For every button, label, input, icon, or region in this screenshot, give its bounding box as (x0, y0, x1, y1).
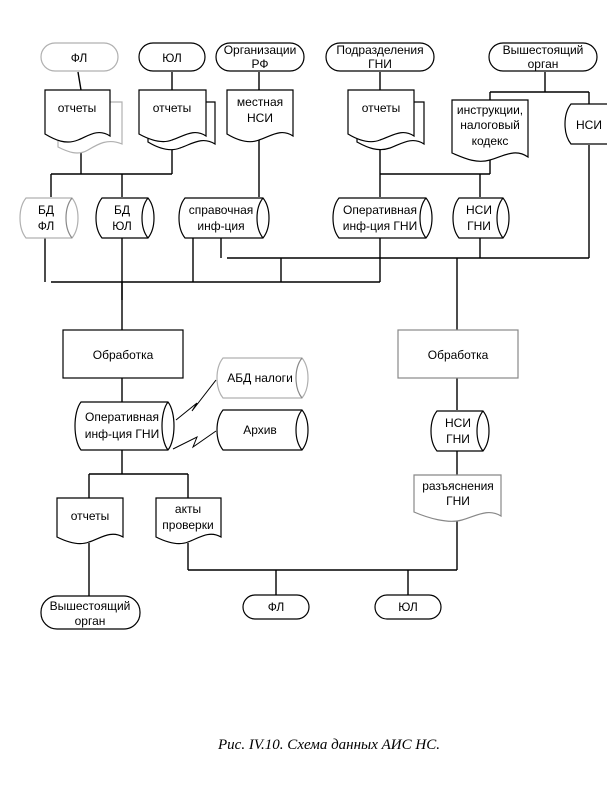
storage-abd-nalogi: АБД налоги (216, 357, 309, 399)
svg-text:АБД налоги: АБД налоги (227, 371, 293, 385)
terminal-vysh-organ-top: Вышестоящий орган (488, 42, 598, 72)
document-razyasneniya: разъяснения ГНИ (413, 474, 502, 522)
svg-text:Организации: Организации (224, 43, 297, 57)
svg-text:орган: орган (528, 57, 559, 71)
storage-arhiv: Архив (216, 409, 309, 451)
svg-text:НСИ: НСИ (576, 118, 602, 132)
svg-text:ГНИ: ГНИ (368, 57, 392, 71)
document-otchety-gni: отчеты (347, 89, 425, 151)
svg-text:разъяснения: разъяснения (422, 479, 494, 493)
svg-text:НСИ: НСИ (247, 111, 273, 125)
svg-text:Вышестоящий: Вышестоящий (503, 43, 584, 57)
storage-operativnaya-top: Оперативная инф-ция ГНИ (332, 197, 433, 239)
svg-text:Оперативная: Оперативная (343, 203, 417, 217)
document-otchety-fl: отчеты (44, 89, 123, 154)
svg-text:отчеты: отчеты (362, 101, 401, 115)
svg-text:акты: акты (175, 502, 201, 516)
svg-text:налоговый: налоговый (460, 118, 520, 132)
svg-text:БД: БД (114, 203, 130, 217)
svg-text:ЮЛ: ЮЛ (398, 600, 417, 614)
figure-caption: Рис. IV.10. Схема данных АИС НС. (217, 737, 440, 753)
svg-text:БД: БД (38, 203, 54, 217)
svg-text:Оперативная: Оперативная (85, 410, 159, 424)
svg-text:ФЛ: ФЛ (71, 51, 88, 65)
link-abd (175, 379, 217, 421)
terminal-podr-gni: Подразделения ГНИ (325, 42, 435, 72)
svg-text:отчеты: отчеты (153, 101, 192, 115)
storage-bd-fl: БД ФЛ (19, 197, 79, 239)
terminal-org-rf: Организации РФ (215, 42, 305, 72)
document-instrukcii: инструкции, налоговый кодекс (451, 99, 529, 162)
svg-text:РФ: РФ (252, 57, 269, 71)
svg-text:НСИ: НСИ (466, 203, 492, 217)
svg-text:Подразделения: Подразделения (336, 43, 423, 57)
svg-text:Вышестоящий: Вышестоящий (50, 599, 131, 613)
svg-text:кодекс: кодекс (472, 134, 509, 148)
svg-text:инф-ция ГНИ: инф-ция ГНИ (343, 219, 417, 233)
storage-nsi-gni-top: НСИ ГНИ (452, 197, 510, 239)
svg-text:инструкции,: инструкции, (457, 103, 523, 117)
svg-text:ГНИ: ГНИ (446, 494, 470, 508)
process-obrabotka-left: Обработка (62, 329, 184, 379)
terminal-yul-out: ЮЛ (374, 594, 442, 620)
svg-text:ФЛ: ФЛ (38, 219, 55, 233)
svg-text:справочная: справочная (189, 203, 254, 217)
storage-bd-yul: БД ЮЛ (95, 197, 155, 239)
storage-operativnaya: Оперативная инф-ция ГНИ (74, 401, 175, 451)
svg-text:орган: орган (75, 614, 106, 628)
terminal-vysh-organ-out: Вышестоящий орган (40, 595, 141, 630)
svg-text:местная: местная (237, 95, 283, 109)
svg-text:ГНИ: ГНИ (446, 432, 470, 446)
terminal-fl-top: ФЛ (40, 42, 119, 72)
svg-text:Обработка: Обработка (428, 348, 489, 362)
terminal-yul-top: ЮЛ (138, 42, 206, 72)
process-obrabotka-right: Обработка (397, 329, 519, 379)
svg-text:инф-ция: инф-ция (197, 219, 244, 233)
document-otchety-yul: отчеты (138, 89, 216, 151)
storage-nsi-top: НСИ (564, 103, 607, 145)
svg-text:отчеты: отчеты (58, 101, 97, 115)
terminal-fl-out: ФЛ (242, 594, 310, 620)
storage-spravochnaya: справочная инф-ция (178, 197, 270, 239)
svg-text:Обработка: Обработка (93, 348, 154, 362)
document-otchety-out: отчеты (56, 497, 124, 545)
svg-text:ГНИ: ГНИ (467, 219, 491, 233)
svg-text:ЮЛ: ЮЛ (162, 51, 181, 65)
svg-text:НСИ: НСИ (445, 416, 471, 430)
document-mestnaya-nsi: местная НСИ (226, 89, 294, 143)
svg-text:отчеты: отчеты (71, 509, 110, 523)
connector (77, 71, 82, 91)
storage-nsi-gni: НСИ ГНИ (430, 410, 490, 452)
svg-text:ЮЛ: ЮЛ (112, 219, 131, 233)
svg-text:ФЛ: ФЛ (268, 600, 285, 614)
svg-text:проверки: проверки (162, 518, 213, 532)
document-akty-proverki: акты проверки (155, 497, 222, 545)
svg-text:Архив: Архив (243, 423, 277, 437)
svg-text:инф-ция ГНИ: инф-ция ГНИ (85, 427, 159, 441)
link-archive (172, 430, 217, 450)
